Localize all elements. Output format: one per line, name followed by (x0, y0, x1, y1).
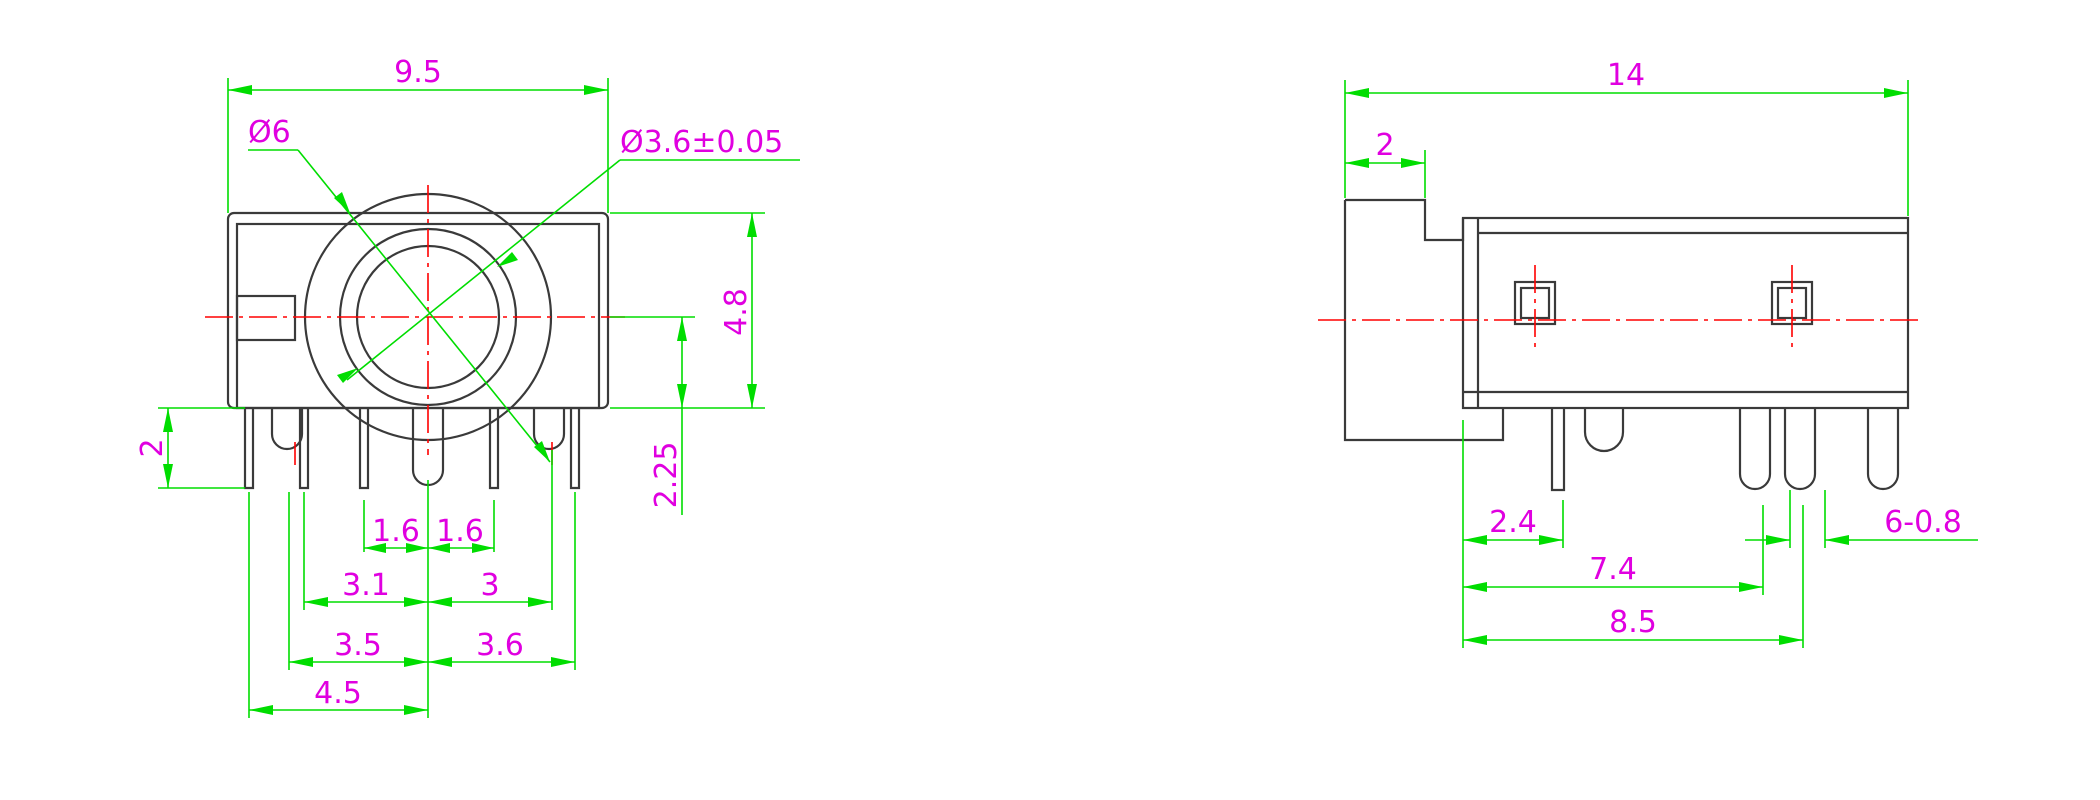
round-pin (1783, 408, 1817, 491)
dim-pin-length: 2 (135, 407, 245, 489)
outer-diameter-label: Ø6 (248, 115, 291, 150)
front-step-label: 2 (1375, 128, 1394, 163)
dim-outer-diameter: Ø6 (248, 115, 551, 463)
round-pin (1866, 408, 1900, 491)
side-pins (1550, 408, 1900, 492)
dim-width: 9.5 (227, 55, 609, 213)
dim-height: 4.8 (610, 212, 765, 409)
pitch-left-outer-label: 3.5 (334, 628, 382, 663)
pitch-right-mid-label: 3 (480, 568, 499, 603)
pin-length-label: 2 (135, 438, 170, 457)
pin-spec-label: 6-0.8 (1884, 505, 1962, 540)
pin-offset-1-label: 2.4 (1489, 505, 1537, 540)
pin-offset-3-label: 8.5 (1609, 605, 1657, 640)
pitch-left-inner-label: 1.6 (372, 514, 420, 549)
pin-offset-2-label: 7.4 (1589, 552, 1637, 587)
front-view: 9.5 Ø6 Ø3.6±0.05 4.8 (135, 55, 800, 718)
length-label: 14 (1607, 58, 1645, 93)
pin (298, 408, 310, 490)
dim-length: 14 (1344, 58, 1909, 216)
pin (569, 408, 581, 490)
width-label: 9.5 (394, 55, 442, 90)
round-pin (270, 408, 304, 451)
dim-front-step: 2 (1345, 128, 1426, 198)
dim-pitch-extreme: 4.5 (249, 676, 428, 715)
round-pin (532, 408, 566, 451)
side-extension-lines (1462, 420, 1826, 648)
dim-pin-offset-3: 8.5 (1463, 605, 1803, 645)
pin-offset-label: 2.25 (649, 442, 684, 509)
pitch-left-mid-label: 3.1 (342, 568, 390, 603)
height-label: 4.8 (719, 288, 754, 336)
dim-pin-offset-2: 7.4 (1463, 552, 1763, 592)
pin (1550, 408, 1566, 492)
dim-pin-offset-1: 2.4 (1463, 505, 1563, 545)
dim-pin-offset: 2.25 (610, 316, 695, 515)
round-pin (1583, 408, 1625, 453)
pitch-extension-lines (248, 450, 576, 718)
round-pin (1738, 408, 1772, 491)
side-center-lines (1318, 265, 1918, 350)
pin (488, 408, 500, 490)
dim-pin-spec: 6-0.8 (1745, 505, 1978, 545)
dim-pitch-mid: 3.1 3 (304, 568, 552, 607)
pin (358, 408, 370, 490)
dim-pitch-outer: 3.5 3.6 (289, 628, 575, 667)
pin (243, 408, 255, 490)
pitch-right-inner-label: 1.6 (436, 514, 484, 549)
dim-hole-diameter: Ø3.6±0.05 (337, 125, 800, 383)
side-view: 14 2 2.4 (1318, 58, 1978, 648)
pitch-left-extreme-label: 4.5 (314, 676, 362, 711)
pitch-right-outer-label: 3.6 (476, 628, 524, 663)
hole-diameter-label: Ø3.6±0.05 (620, 125, 783, 160)
front-pins (243, 408, 581, 490)
dim-pitch-inner: 1.6 1.6 (364, 514, 494, 553)
